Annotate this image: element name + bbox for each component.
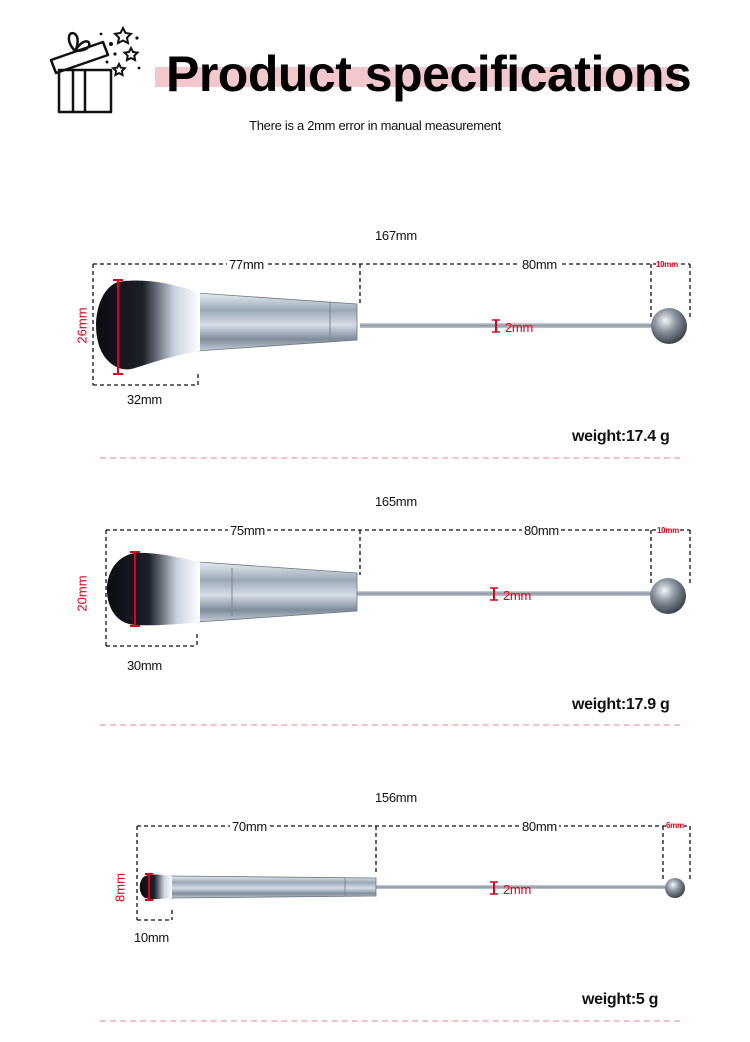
- weight-value: 5 g: [635, 991, 659, 1008]
- ball-size-label: 10mm: [656, 260, 678, 269]
- product-2: 165mm 75mm 80mm 10mm 20mm 30mm 2mm weigh…: [75, 494, 691, 726]
- head-length-label: 77mm: [227, 257, 266, 272]
- total-length-label: 165mm: [375, 494, 417, 509]
- section-divider: [100, 457, 680, 459]
- total-length-label: 167mm: [375, 228, 417, 243]
- ball-size-label: 10mm: [657, 526, 679, 535]
- bristle-width-label: 32mm: [127, 392, 162, 407]
- weight-readout: weight:17.9 g: [572, 696, 670, 713]
- weight-label: weight: [572, 696, 621, 713]
- section-divider: [100, 1020, 680, 1022]
- brush-2-drawing: [105, 529, 691, 647]
- weight-readout: weight:5 g: [582, 991, 659, 1008]
- bristle-height-label: 8mm: [112, 873, 128, 902]
- handle-length-label: 80mm: [522, 523, 561, 538]
- rod-diameter-label: 2mm: [503, 588, 531, 603]
- weight-label: weight: [582, 991, 631, 1008]
- title-highlight-band: [155, 67, 679, 87]
- handle-length-label: 80mm: [520, 819, 559, 834]
- page-title: Product specifications: [166, 46, 692, 102]
- weight-label: weight: [572, 428, 621, 445]
- section-divider: [100, 724, 680, 726]
- brush-1-drawing: [92, 263, 691, 386]
- head-length-label: 75mm: [228, 523, 267, 538]
- total-length-label: 156mm: [375, 790, 417, 805]
- bristle-width-label: 30mm: [127, 658, 162, 673]
- weight-value: 17.4 g: [625, 428, 670, 445]
- bristle-width-label: 10mm: [134, 930, 169, 945]
- rod-diameter-label: 2mm: [505, 320, 533, 335]
- weight-value: 17.9 g: [625, 696, 670, 713]
- ball-size-label: 6mm: [666, 821, 684, 830]
- gift-box-icon: [49, 25, 141, 114]
- head-length-label: 70mm: [230, 819, 269, 834]
- rod-diameter-label: 2mm: [503, 882, 531, 897]
- handle-length-label: 80mm: [520, 257, 559, 272]
- weight-readout: weight:17.4 g: [572, 428, 670, 445]
- product-1: 167mm 77mm 80mm 10mm 26mm 32mm 2mm weigh…: [0, 0, 750, 470]
- measurement-note: There is a 2mm error in manual measureme…: [249, 118, 501, 133]
